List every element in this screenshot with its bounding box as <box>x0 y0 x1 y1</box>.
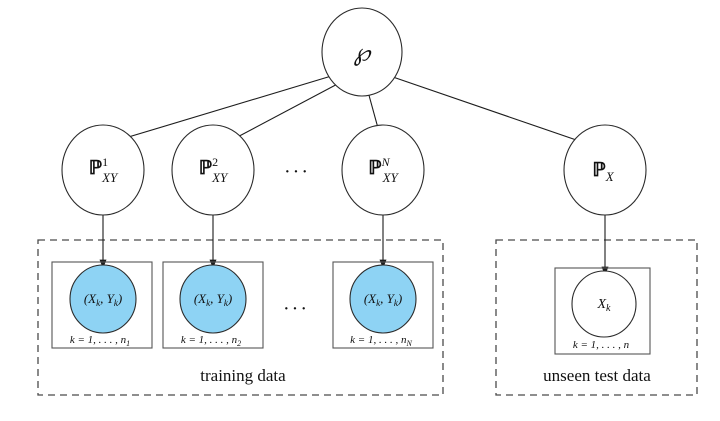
training-sample-node-1[interactable] <box>69 264 137 334</box>
training-plate-N-index-sub: N <box>405 339 412 348</box>
training-sample-node-2[interactable] <box>179 264 247 334</box>
training-sample-N-open: (X <box>364 291 377 306</box>
training-sample-1-mid: , Y <box>100 291 116 306</box>
training-data-group-border <box>37 239 444 396</box>
meta-distribution-node[interactable] <box>321 7 403 97</box>
training-sample-1-open: (X <box>84 291 97 306</box>
training-sample-N-sub2: k <box>394 298 399 308</box>
training-plate-2-index-text: k = 1, . . . , n <box>181 334 238 346</box>
training-sample-node-1-label: (Xk, Yk) <box>84 291 122 308</box>
distribution-node-test-label: ℙX <box>592 160 614 184</box>
training-sample-node-2-label: (Xk, Yk) <box>194 291 232 308</box>
training-plate-2-index-sub: 2 <box>237 339 241 348</box>
training-sample-1-sub2: k <box>114 298 119 308</box>
test-sample-sub1: k <box>606 303 611 314</box>
training-plate-2-index: k = 1, . . . , n2 <box>181 334 241 348</box>
training-plate-1[interactable] <box>51 261 153 349</box>
training-plate-ellipsis: ··· <box>283 298 309 320</box>
test-sample-open: X <box>596 297 606 312</box>
meta-distribution-node-label: ℘ <box>354 39 372 67</box>
edge-root-to-dist-test <box>389 75 586 144</box>
training-sample-2-close: ) <box>227 291 232 306</box>
distribution-node-test-subscript: X <box>605 169 615 184</box>
unseen-test-data-caption: unseen test data <box>543 366 651 385</box>
distribution-node-1-base: ℙ <box>89 158 103 179</box>
training-plate-N[interactable] <box>332 261 434 349</box>
distribution-node-2-subscript: XY <box>211 170 229 185</box>
training-plate-2[interactable] <box>162 261 264 349</box>
distribution-node-N-subscript: XY <box>382 170 400 185</box>
training-sample-1-close: ) <box>117 291 122 306</box>
training-sample-2-sub1: k <box>206 298 211 308</box>
training-plate-1-index: k = 1, . . . , n1 <box>70 334 130 348</box>
distribution-node-1-subscript: XY <box>101 170 119 185</box>
test-sample-node-label: Xk <box>596 297 611 314</box>
training-plate-1-index-sub: 1 <box>126 339 130 348</box>
training-sample-2-open: (X <box>194 291 207 306</box>
edge-root-to-dist-2 <box>227 79 346 143</box>
unseen-test-data-group-border <box>495 239 698 396</box>
distribution-node-N-superscript: N <box>381 155 391 169</box>
training-sample-2-mid: , Y <box>210 291 226 306</box>
distribution-node-2-base: ℙ <box>199 158 213 179</box>
training-sample-node-N-label: (Xk, Yk) <box>364 291 402 308</box>
training-plate-N-index: k = 1, . . . , nN <box>350 334 412 348</box>
distribution-node-1-superscript: 1 <box>102 155 108 169</box>
training-sample-N-close: ) <box>397 291 402 306</box>
test-plate[interactable] <box>554 267 651 355</box>
distribution-node-test-base: ℙ <box>592 160 606 181</box>
training-sample-2-sub2: k <box>224 298 229 308</box>
distribution-node-N-base: ℙ <box>368 158 382 179</box>
training-sample-N-mid: , Y <box>380 291 396 306</box>
test-plate-index: k = 1, . . . , n <box>573 339 630 351</box>
training-sample-node-N[interactable] <box>349 264 417 334</box>
training-sample-N-sub1: k <box>376 298 381 308</box>
distribution-node-2[interactable] <box>171 124 255 216</box>
training-data-caption: training data <box>200 366 286 385</box>
distribution-node-test[interactable] <box>563 124 647 216</box>
edge-root-to-dist-1 <box>111 73 339 143</box>
distribution-node-1[interactable] <box>61 124 145 216</box>
distribution-row-ellipsis: ··· <box>284 161 310 183</box>
test-plate-index-text: k = 1, . . . , n <box>573 339 630 351</box>
distribution-node-N[interactable] <box>341 124 425 216</box>
training-sample-1-sub1: k <box>96 298 101 308</box>
training-plate-N-index-text: k = 1, . . . , n <box>350 334 407 346</box>
test-sample-node[interactable] <box>571 270 637 338</box>
distribution-node-2-superscript: 2 <box>212 155 218 169</box>
training-plate-1-index-text: k = 1, . . . , n <box>70 334 127 346</box>
